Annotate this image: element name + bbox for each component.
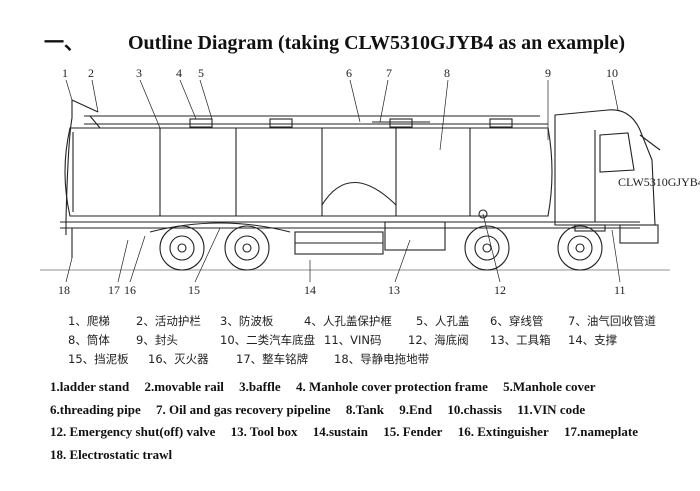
en-item: 10.chassis bbox=[447, 401, 502, 417]
en-item: 13. Tool box bbox=[230, 424, 298, 439]
zh-item: 15、挡泥板 bbox=[68, 352, 129, 366]
wheel-3 bbox=[464, 225, 510, 271]
ladder-top bbox=[71, 99, 99, 113]
zh-item: 8、筒体 bbox=[68, 333, 110, 347]
manhole-frame-3 bbox=[389, 118, 413, 128]
en-item: 2.movable rail bbox=[144, 379, 224, 394]
callout-4: 4 bbox=[176, 66, 182, 80]
callout-17: 17 bbox=[108, 283, 120, 297]
zh-item: 14、支撑 bbox=[568, 333, 618, 347]
callout-14: 14 bbox=[304, 283, 316, 297]
callout-7: 7 bbox=[386, 66, 392, 80]
zh-item: 16、灭火器 bbox=[148, 352, 209, 366]
front-bumper bbox=[619, 224, 659, 244]
en-item: 1.ladder stand bbox=[50, 379, 130, 394]
wheel-1 bbox=[159, 225, 205, 271]
title-text: Outline Diagram (taking CLW5310GJYB4 as … bbox=[128, 32, 626, 54]
tank-center-arc bbox=[321, 182, 397, 206]
zh-item: 6、穿线管 bbox=[490, 314, 544, 328]
en-item: 4. Manhole cover protection frame bbox=[295, 379, 488, 394]
tool-box bbox=[384, 221, 446, 251]
en-item: 14.sustain bbox=[312, 424, 368, 439]
en-item: 7. Oil and gas recovery pipeline bbox=[156, 401, 331, 417]
manhole-frame-2 bbox=[269, 118, 293, 128]
zh-item: 4、人孔盖保护框 bbox=[304, 314, 392, 328]
legend-english: 1.ladder stand 2.movable rail 3.baffle 4… bbox=[50, 376, 680, 466]
en-item: 9.End bbox=[399, 401, 433, 417]
callout-11: 11 bbox=[614, 283, 626, 297]
callout-13: 13 bbox=[388, 283, 400, 297]
callout-9: 9 bbox=[545, 66, 551, 80]
callout-15: 15 bbox=[188, 283, 200, 297]
truck-model-text: CLW5310GJYB4 bbox=[618, 175, 700, 189]
zh-item: 10、二类汽车底盘 bbox=[220, 333, 316, 347]
ladder bbox=[65, 100, 73, 235]
rear-fender bbox=[149, 222, 291, 233]
cab-step bbox=[574, 224, 606, 232]
truck-cab bbox=[554, 109, 656, 226]
callout-6: 6 bbox=[346, 66, 352, 80]
en-item: 18. Electrostatic trawl bbox=[50, 446, 173, 462]
emergency-valve bbox=[478, 209, 488, 219]
en-item: 5.Manhole cover bbox=[503, 379, 596, 394]
page-title: 一、 Outline Diagram (taking CLW5310GJYB4 a… bbox=[44, 26, 625, 55]
en-item: 6.threading pipe bbox=[50, 401, 141, 417]
zh-item: 1、爬梯 bbox=[68, 314, 110, 328]
manhole-frame-1 bbox=[189, 118, 213, 128]
callout-1: 1 bbox=[62, 66, 68, 80]
callout-16: 16 bbox=[124, 283, 136, 297]
zh-item: 12、海底阀 bbox=[408, 333, 469, 347]
wheel-2 bbox=[224, 225, 270, 271]
rail-supports bbox=[89, 115, 101, 129]
zh-item: 17、整车铭牌 bbox=[236, 352, 309, 366]
zh-item: 13、工具箱 bbox=[490, 333, 551, 347]
wheel-4 bbox=[557, 225, 603, 271]
mirror bbox=[639, 134, 661, 151]
zh-item: 9、封头 bbox=[136, 333, 178, 347]
callout-10: 10 bbox=[606, 66, 618, 80]
en-item: 8.Tank bbox=[345, 401, 385, 417]
en-item: 11.VIN code bbox=[517, 401, 586, 417]
callout-12: 12 bbox=[494, 283, 506, 297]
en-item: 17.nameplate bbox=[563, 424, 638, 439]
en-item: 16. Extinguisher bbox=[457, 424, 549, 439]
en-item: 15. Fender bbox=[383, 424, 443, 439]
callout-2: 2 bbox=[88, 66, 94, 80]
manhole-frame-4 bbox=[489, 118, 513, 128]
en-item: 12. Emergency shut(off) valve bbox=[50, 424, 216, 439]
zh-item: 7、油气回收管道 bbox=[568, 314, 656, 328]
en-item: 3.baffle bbox=[239, 379, 281, 394]
zh-item: 2、活动护栏 bbox=[136, 314, 201, 328]
zh-item: 5、人孔盖 bbox=[416, 314, 470, 328]
zh-item: 18、导静电拖地带 bbox=[334, 352, 430, 366]
callout-8: 8 bbox=[444, 66, 450, 80]
cab-window bbox=[599, 132, 635, 173]
callout-5: 5 bbox=[198, 66, 204, 80]
callout-3: 3 bbox=[136, 66, 142, 80]
zh-item: 3、防波板 bbox=[220, 314, 274, 328]
tank-shell bbox=[64, 127, 553, 217]
zh-item: 11、VIN码 bbox=[324, 333, 382, 347]
callout-18: 18 bbox=[58, 283, 70, 297]
title-prefix: 一、 bbox=[44, 32, 84, 54]
